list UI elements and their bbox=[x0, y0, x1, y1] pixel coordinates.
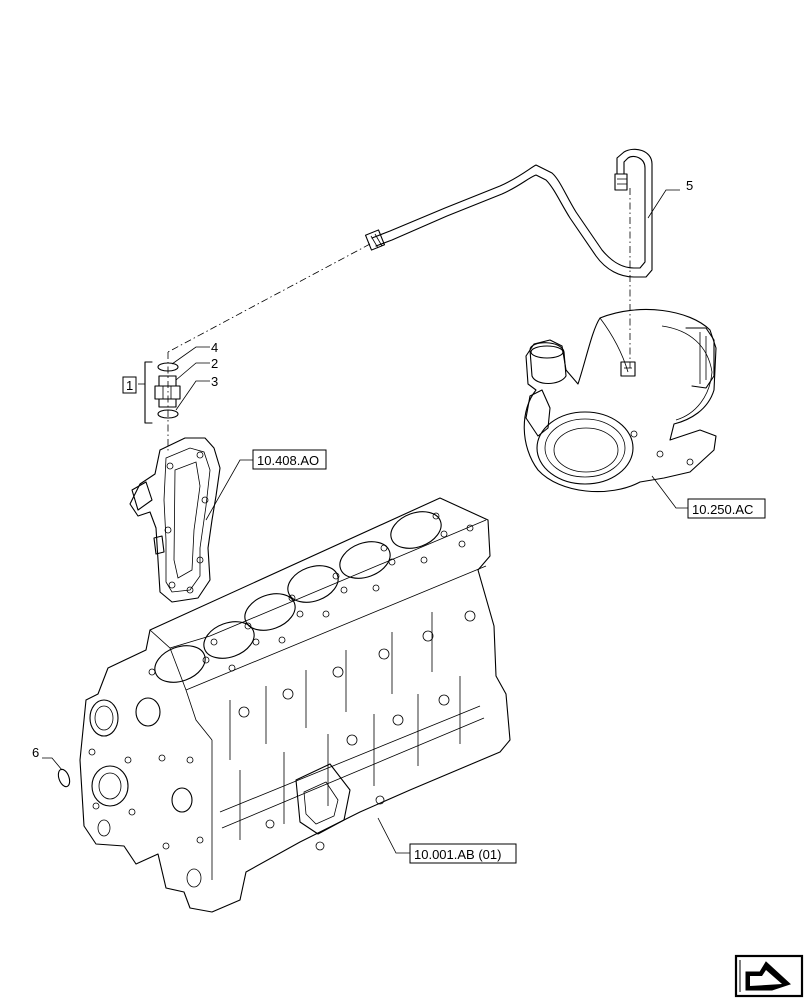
ref-label-10-001-ab: 10.001.AB (01) bbox=[414, 847, 501, 862]
ref-engine-block[interactable]: 10.001.AB (01) bbox=[409, 843, 517, 864]
arrow-icon[interactable] bbox=[734, 954, 804, 998]
callout-1-box bbox=[122, 376, 137, 394]
o-ring-top bbox=[157, 362, 179, 372]
ref-oil-filter-head[interactable]: 10.408.AO bbox=[252, 449, 327, 470]
ref-label-10-408-ao: 10.408.AO bbox=[257, 453, 319, 468]
callout-5: 5 bbox=[686, 178, 693, 193]
ref-turbocharger[interactable]: 10.250.AC bbox=[687, 498, 766, 519]
assembly-centerlines bbox=[167, 188, 631, 452]
fitting-assembly bbox=[138, 361, 181, 424]
o-ring-item-6 bbox=[57, 768, 71, 788]
ref-label-10-250-ac: 10.250.AC bbox=[692, 502, 753, 517]
callout-2: 2 bbox=[211, 356, 218, 371]
leader-lines bbox=[42, 189, 688, 854]
callout-1: 1 bbox=[126, 378, 133, 393]
turbocharger bbox=[523, 309, 717, 493]
callout-6: 6 bbox=[32, 745, 39, 760]
engine-block bbox=[79, 497, 511, 913]
adapter-nut bbox=[158, 375, 177, 387]
oil-feed-pipe bbox=[364, 148, 653, 278]
o-ring-bottom bbox=[157, 409, 179, 419]
oil-filter-head bbox=[129, 437, 221, 603]
callout-4: 4 bbox=[211, 340, 218, 355]
callout-3: 3 bbox=[211, 374, 218, 389]
